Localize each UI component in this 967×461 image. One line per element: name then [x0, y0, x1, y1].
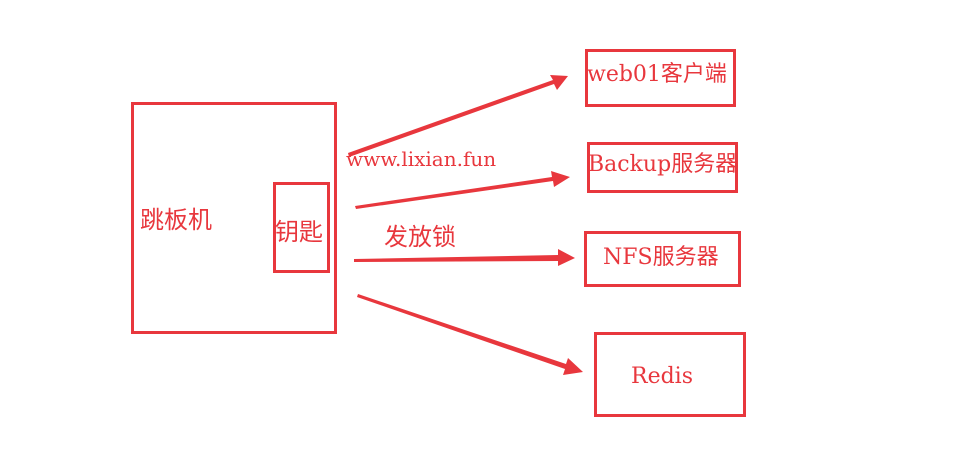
key-label: 钥匙: [275, 218, 323, 246]
key-box: [273, 182, 330, 273]
target-box-backup: [587, 142, 738, 193]
target-box-nfs: [584, 231, 741, 287]
url-text: www.lixian.fun: [346, 147, 497, 171]
arrow-to-nfs: [354, 249, 575, 266]
arrow-to-redis: [357, 294, 583, 375]
target-label-backup: Backup服务器: [588, 152, 738, 177]
target-label-nfs: NFS服务器: [603, 245, 719, 270]
arrow-to-backup: [355, 171, 570, 209]
target-box-web01: [585, 49, 736, 107]
target-label-web01: web01客户端: [587, 62, 727, 87]
target-box-redis: [594, 332, 746, 417]
jumpserver-label: 跳板机: [140, 206, 212, 234]
arrow-to-web01: [348, 75, 568, 157]
distribute-lock-text: 发放锁: [384, 223, 456, 251]
jumpserver-box: [131, 102, 337, 334]
target-label-redis: Redis: [631, 364, 693, 389]
